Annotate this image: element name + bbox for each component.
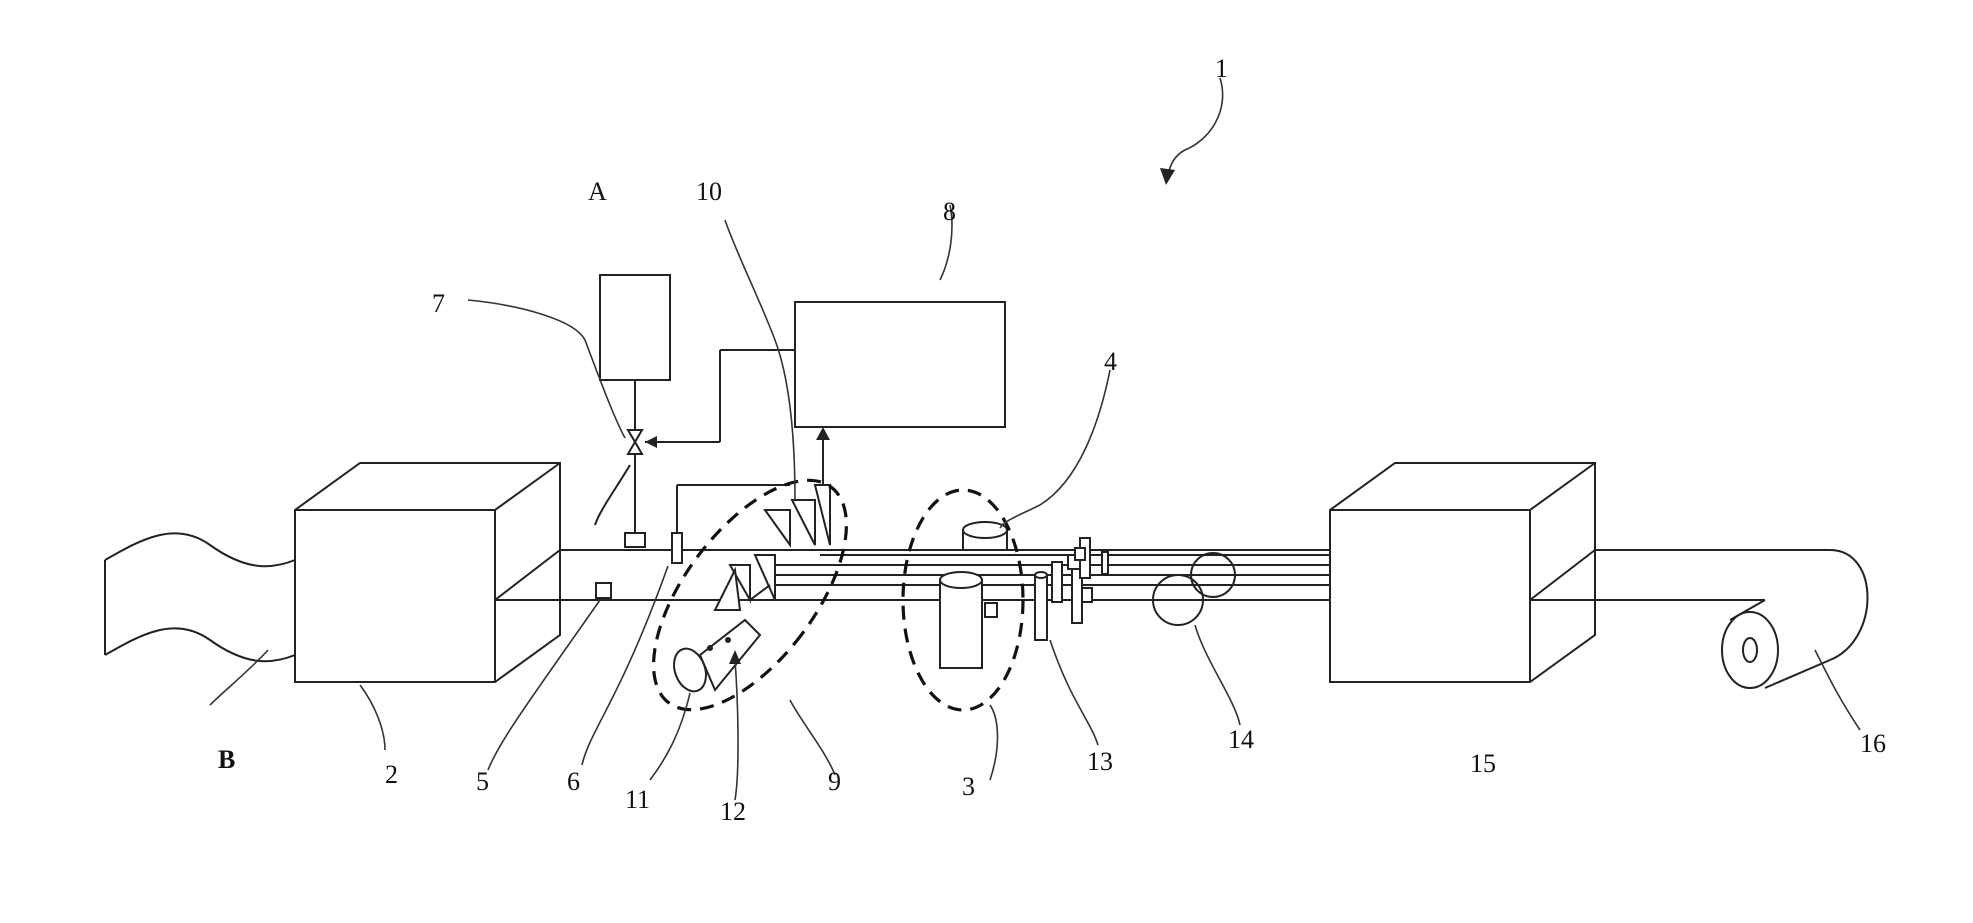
labels: 1 A 10 8 7 4 B 2 5 6 11 12 9 3 13 14 15 … [218, 54, 1886, 826]
leader-lines [210, 78, 1860, 800]
incoming-web-b [105, 533, 295, 661]
label-16: 16 [1860, 729, 1886, 758]
label-9: 9 [828, 767, 841, 796]
label-b: B [218, 745, 235, 774]
blade-unit [715, 485, 830, 610]
sensor-5 [596, 583, 611, 598]
label-6: 6 [567, 767, 580, 796]
box-a [600, 275, 670, 380]
label-a: A [588, 177, 607, 206]
label-11: 11 [625, 785, 650, 814]
rollers-14 [1153, 553, 1235, 625]
label-15: 15 [1470, 749, 1496, 778]
label-12: 12 [720, 797, 746, 826]
cylinder-station [940, 522, 1007, 668]
box-15 [1330, 463, 1595, 682]
label-4: 4 [1104, 347, 1117, 376]
label-13: 13 [1087, 747, 1113, 776]
label-2: 2 [385, 760, 398, 789]
label-14: 14 [1228, 725, 1254, 754]
label-5: 5 [476, 767, 489, 796]
arrow-to-8 [816, 427, 830, 485]
pins-13 [1035, 538, 1108, 640]
label-10: 10 [696, 177, 722, 206]
box-2 [295, 463, 560, 682]
conveyor [495, 550, 1330, 600]
roller-11 [668, 620, 760, 696]
label-1: 1 [1215, 54, 1228, 83]
label-7: 7 [432, 289, 445, 318]
box-8 [795, 302, 1005, 427]
label-8: 8 [943, 197, 956, 226]
element-6 [672, 485, 790, 563]
label-3: 3 [962, 772, 975, 801]
